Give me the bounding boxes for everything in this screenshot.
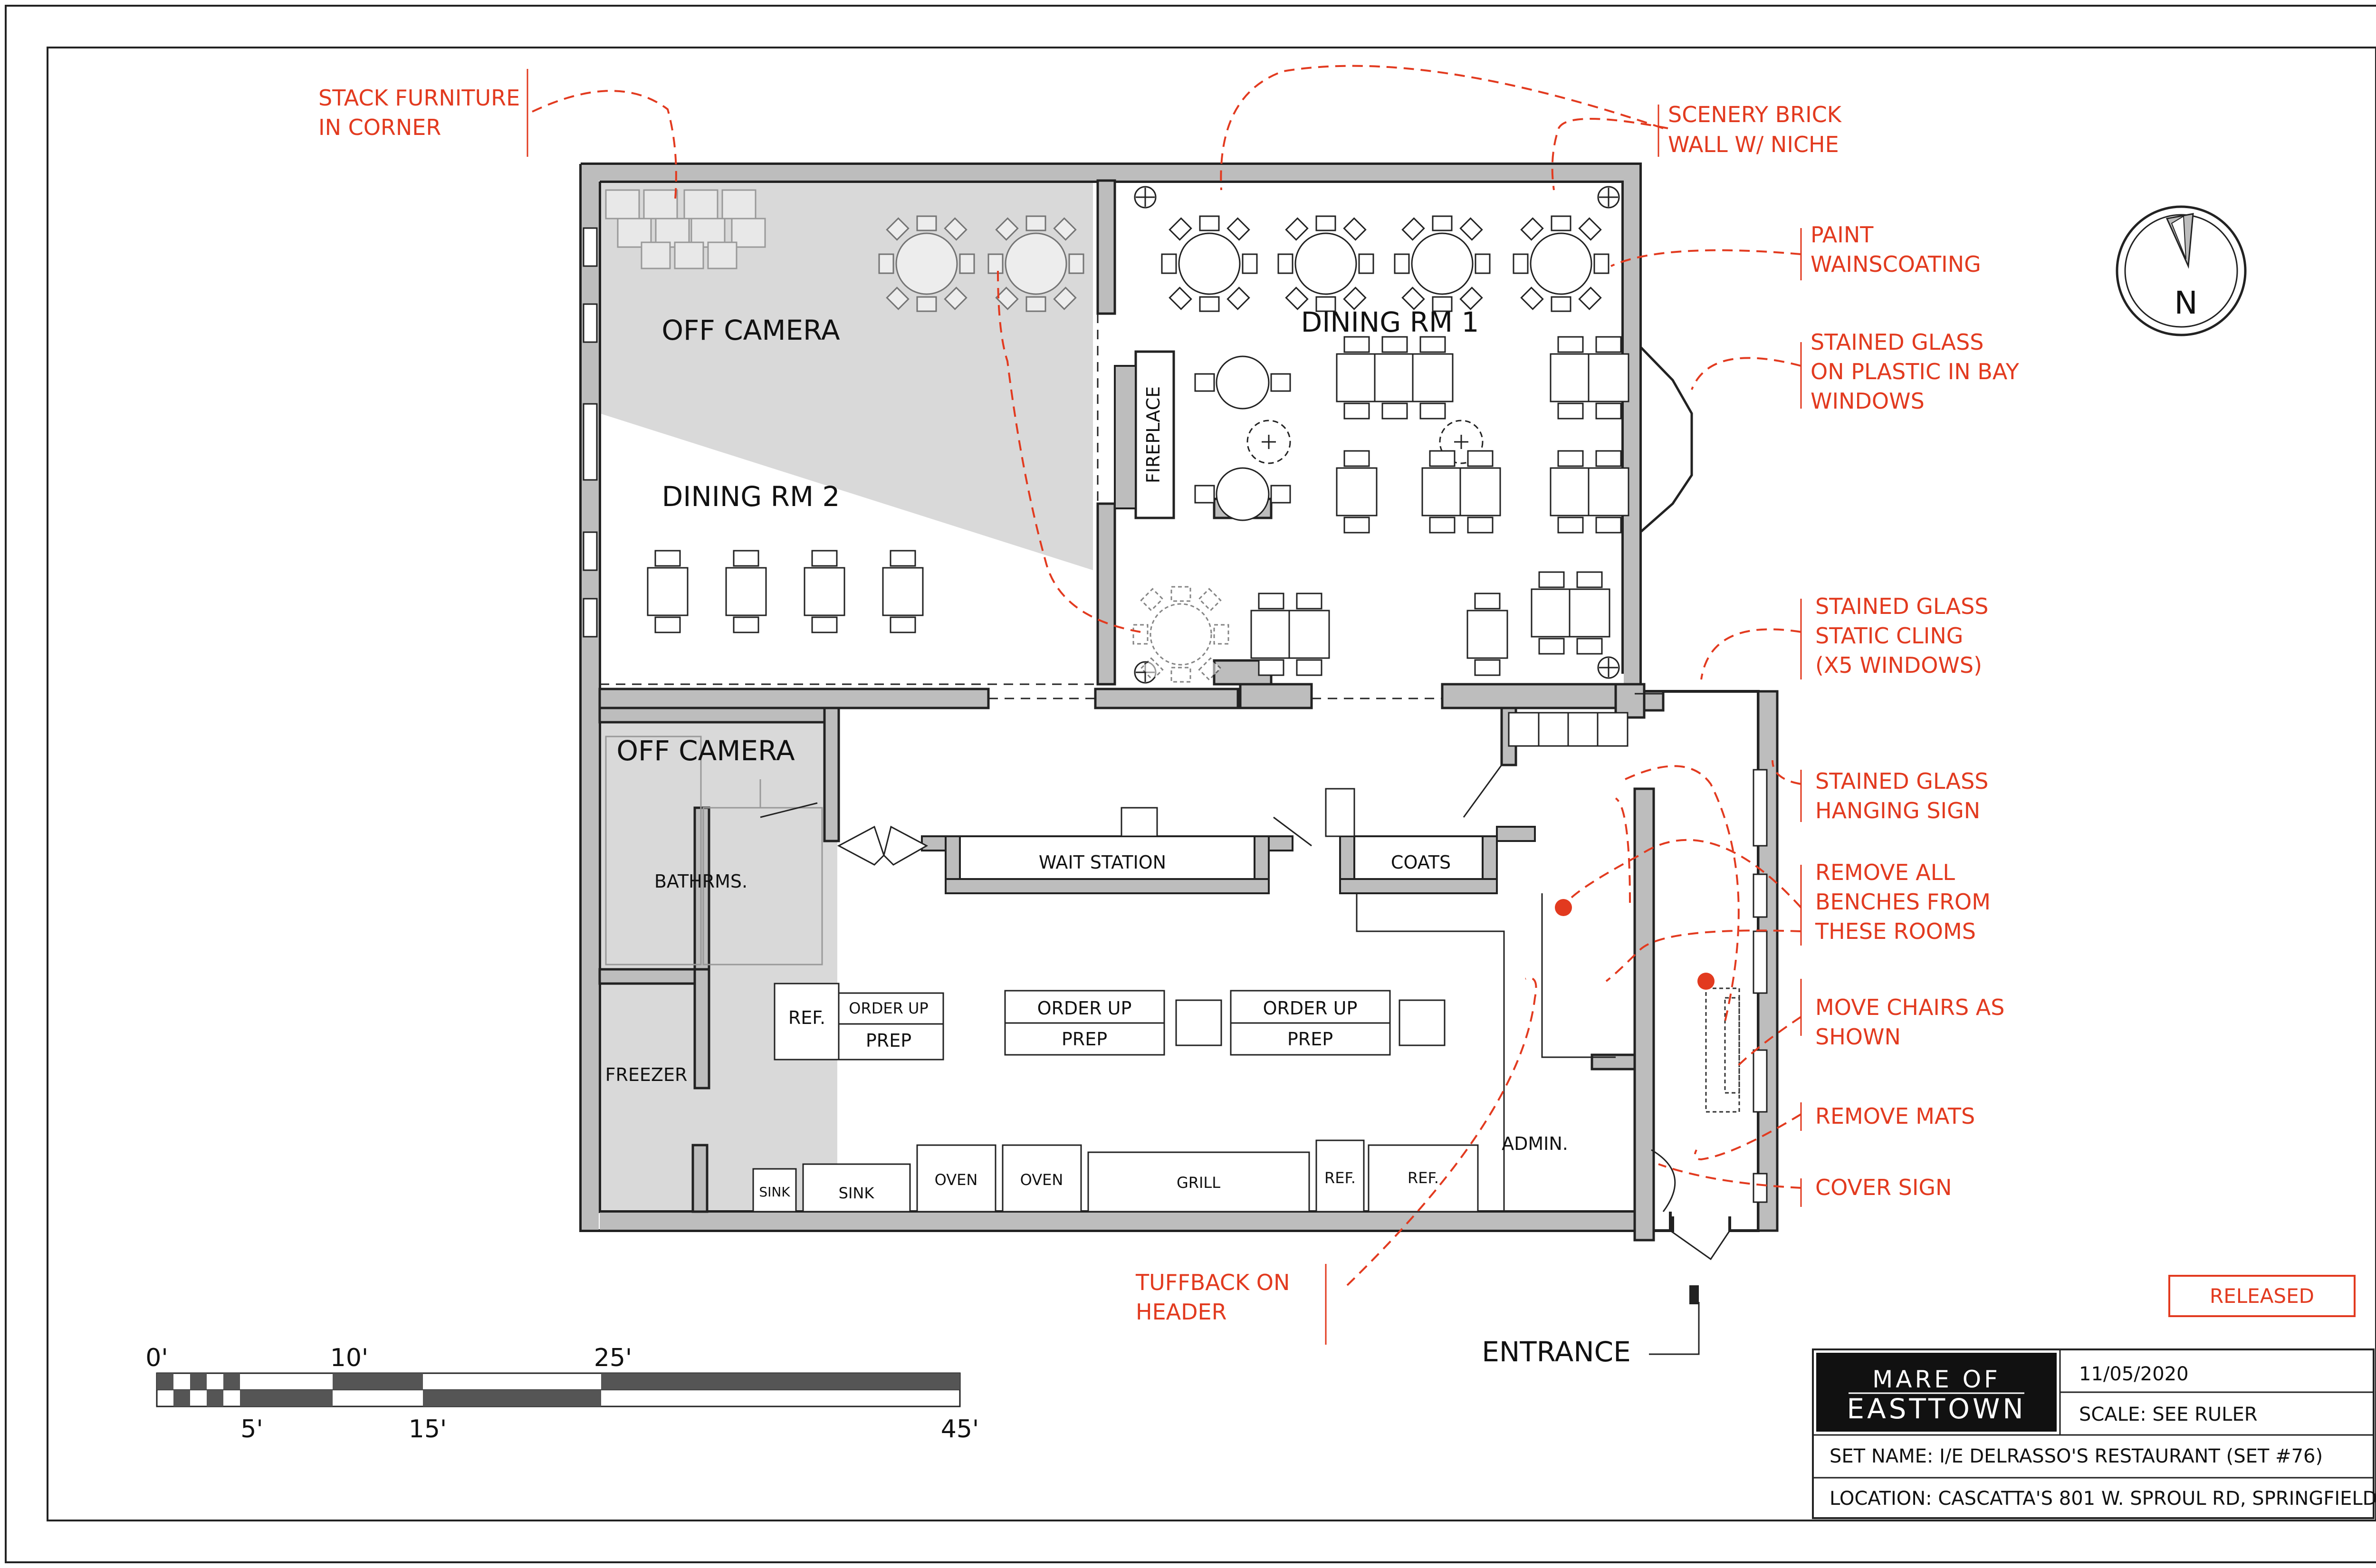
scale-label-5: 5' <box>240 1415 263 1444</box>
sink-small-label: SINK <box>759 1184 790 1200</box>
note-stained-cling-line1: STAINED GLASS <box>1815 593 1988 619</box>
note-tuffback-line1: TUFFBACK ON <box>1135 1270 1290 1295</box>
coats-label: COATS <box>1391 852 1451 873</box>
note-stack-furniture-line2: IN CORNER <box>318 115 441 140</box>
note-benches-line3: THESE ROOMS <box>1815 918 1976 944</box>
prep-2-label: PREP <box>1062 1029 1107 1050</box>
order-up-1-label: ORDER UP <box>849 999 928 1017</box>
off-camera-bottom-label: OFF CAMERA <box>616 735 795 767</box>
admin-label: ADMIN. <box>1502 1133 1568 1154</box>
note-paint-line1: PAINT <box>1811 222 1874 248</box>
fireplace-label: FIREPLACE <box>1143 386 1164 483</box>
title-scale: SCALE: SEE RULER <box>2079 1404 2258 1425</box>
notes: STACK FURNITURE IN CORNER SCENERY BRICK … <box>318 85 2020 1325</box>
off-camera-top-label: OFF CAMERA <box>661 314 840 346</box>
interior-walls <box>598 179 1779 1242</box>
entrance-label: ENTRANCE <box>1482 1336 1631 1368</box>
sheet-outer-border <box>5 5 2376 1563</box>
title-set-name: SET NAME: I/E DELRASSO'S RESTAURANT (SET… <box>1830 1445 2323 1467</box>
sink-label: SINK <box>839 1184 875 1202</box>
note-tuffback-line2: HEADER <box>1136 1299 1227 1325</box>
dining-rm-1-round-tables <box>1161 215 1610 312</box>
prep-3-label: PREP <box>1287 1029 1333 1050</box>
bathrooms-label: BATHRMS. <box>654 871 747 892</box>
wait-station-label: WAIT STATION <box>1039 852 1166 873</box>
left-windows <box>583 227 598 638</box>
title-location: LOCATION: CASCATTA'S 801 W. SPROUL RD, S… <box>1830 1488 2376 1510</box>
ref-1-label: REF. <box>1324 1169 1356 1187</box>
note-scenery-brick-line1: SCENERY BRICK <box>1668 102 1842 127</box>
scale-bar: 0' 10' 25' 5' 15' 45' <box>145 1344 979 1444</box>
freezer-label: FREEZER <box>605 1064 688 1085</box>
prep-1-label: PREP <box>866 1030 911 1051</box>
sheet-inner-border <box>47 47 2376 1521</box>
ref-2-label: REF. <box>1408 1169 1439 1187</box>
logo-line-1: MARE OF <box>1872 1366 2001 1393</box>
note-stained-cling-line2: STATIC CLING <box>1815 623 1963 649</box>
note-stained-bay-line1: STAINED GLASS <box>1811 329 1983 355</box>
note-stained-sign-line1: STAINED GLASS <box>1815 768 1988 794</box>
grill-label: GRILL <box>1177 1174 1220 1192</box>
title-block: MARE OF EASTTOWN 11/05/2020 SCALE: SEE R… <box>1812 1348 2376 1519</box>
note-stained-sign-line2: HANGING SIGN <box>1815 798 1980 823</box>
title-date: 11/05/2020 <box>2079 1363 2189 1385</box>
off-camera-shade-bottom <box>600 713 837 1212</box>
note-stained-bay-line2: ON PLASTIC IN BAY <box>1811 359 2020 384</box>
scale-label-15: 15' <box>409 1415 447 1444</box>
note-cover-sign: COVER SIGN <box>1815 1175 1952 1200</box>
note-benches-line1: REMOVE ALL <box>1815 860 1955 885</box>
exit-windows <box>1753 769 1768 1203</box>
oven-2-label: OVEN <box>1020 1171 1063 1189</box>
note-stained-cling-line3: (X5 WINDOWS) <box>1815 652 1982 678</box>
released-stamp <box>2168 1275 2356 1317</box>
note-stained-bay-line3: WINDOWS <box>1811 388 1925 414</box>
ref-left-label: REF. <box>788 1007 825 1028</box>
show-logo <box>1816 1353 2057 1432</box>
scale-label-45: 45' <box>941 1415 979 1444</box>
dining-rm-1-label: DINING RM 1 <box>1301 306 1479 338</box>
note-scenery-brick-line2: WALL W/ NICHE <box>1668 132 1839 157</box>
note-chairs-line1: MOVE CHAIRS AS <box>1815 994 2004 1020</box>
released-label: RELEASED <box>2210 1284 2314 1308</box>
note-chairs-line2: SHOWN <box>1815 1024 1901 1050</box>
order-up-3-label: ORDER UP <box>1263 998 1358 1019</box>
scale-label-25: 25' <box>594 1344 632 1372</box>
note-mats: REMOVE MATS <box>1815 1103 1975 1129</box>
oven-1-label: OVEN <box>935 1171 978 1189</box>
dining-rm-2-tables <box>647 550 924 633</box>
scale-label-0: 0' <box>145 1344 168 1372</box>
logo-line-2: EASTTOWN <box>1847 1393 2026 1425</box>
note-stack-furniture-line1: STACK FURNITURE <box>318 85 520 111</box>
north-label: N <box>2174 285 2197 321</box>
bay-window <box>1639 346 1693 533</box>
scale-label-10: 10' <box>330 1344 368 1372</box>
note-leaders <box>532 65 1802 1286</box>
dining-rm-2-label: DINING RM 2 <box>662 480 840 513</box>
order-up-2-label: ORDER UP <box>1037 998 1132 1019</box>
kitchen-equipment <box>752 983 1479 1213</box>
off-camera-shade-top <box>600 182 1093 570</box>
north-arrow: N <box>2116 205 2247 336</box>
note-paint-line2: WAINSCOATING <box>1811 251 1981 277</box>
dining-rm-1-tables <box>1194 336 1629 676</box>
note-benches-line2: BENCHES FROM <box>1815 889 1991 915</box>
fireplace <box>1134 350 1175 519</box>
stacked-furniture <box>605 189 766 269</box>
